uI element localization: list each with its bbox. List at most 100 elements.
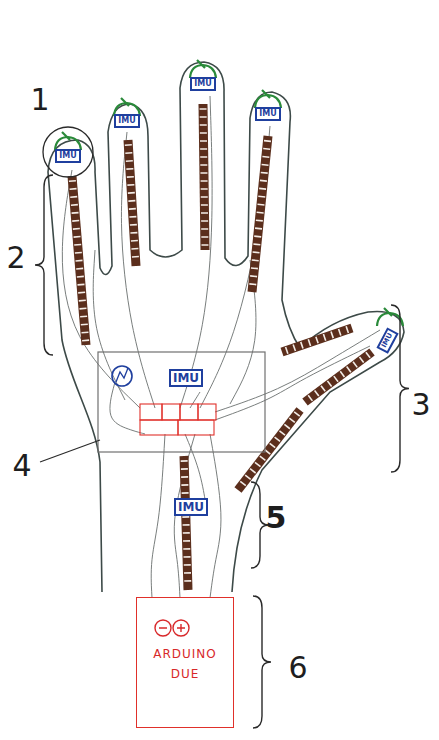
flex-sensor-body [68,176,91,346]
imu-sensor: IMU [255,107,280,121]
wire [200,126,270,408]
connector-board [180,404,198,420]
flex-sensor-tick [262,156,269,158]
flex-sensor-tick [77,276,84,278]
flex-sensor-tick [270,443,276,447]
flex-sensor-tick [181,484,188,486]
flex-sensor [248,136,273,293]
sensor-label: IMU [259,110,276,118]
sensor-label: IMU [173,372,199,384]
flex-sensor-tick [250,275,257,277]
flex-sensor-tick [260,456,266,460]
leader-line [40,440,100,462]
flex-sensor-tick [76,268,83,270]
flex-sensor-tick [200,164,207,166]
nail-mark [255,90,281,108]
flex-sensor-tick [258,196,265,198]
wire [210,434,221,598]
flex-sensor-tick [321,386,325,392]
sensor-label: IMU [118,117,135,125]
flex-sensor-tick [201,188,208,190]
connector-board [162,404,180,420]
flex-sensor-tick [201,180,208,182]
flex-sensor-tick [76,260,83,262]
flex-sensor-tick [75,252,82,254]
flex-sensor-tick [184,564,191,566]
flex-sensor-tick [200,108,207,110]
sensor-icon [112,366,132,386]
flex-sensor-tick [131,248,138,250]
controller-board: ARDUINO DUE [136,597,234,728]
callout-number: 3 [411,390,430,420]
control-panel [98,352,265,452]
board-label: ARDUINO DUE [143,644,227,685]
flex-sensor-tick [257,211,264,213]
flex-sensor-tick [253,251,260,253]
flex-sensor-tick [264,140,271,142]
flex-sensor-tick [353,362,357,368]
flex-sensor-tick [70,196,77,198]
flex-sensor-tick [286,347,288,354]
flex-sensor-tick [200,116,207,118]
flex-sensor-tick [72,212,79,214]
wire [151,434,165,598]
flex-sensor-tick [327,381,331,387]
arduino-logo [155,620,189,636]
flex-sensor-tick [245,475,251,479]
flex-sensor-tick [130,232,137,234]
flex-sensor-tick [334,376,338,382]
sensor-label: IMU [381,332,394,349]
sensor-label: IMU [59,152,76,160]
sensor-icon-mark [116,368,128,382]
flex-sensor-tick [181,476,188,478]
flex-sensor-tick [254,235,261,237]
flex-sensor-tick [125,144,132,146]
flex-sensor-tick [255,462,261,466]
flex-sensor [180,456,193,590]
flex-sensor-tick [128,192,135,194]
flex-sensor-body [281,324,354,357]
callout-number: 2 [6,243,25,273]
callout-circle [43,127,93,177]
flex-sensor [124,140,141,267]
flex-sensor-body [234,407,303,493]
nail-mark [190,60,216,78]
flex-sensor [234,407,303,493]
flex-sensor-tick [81,331,88,333]
flex-sensor-tick [182,492,189,494]
flex-sensor-tick [181,460,188,462]
flex-sensor-tick [294,412,300,416]
flex-sensor-tick [74,236,81,238]
flex-sensor-body [124,140,141,267]
flex-sensor-body [199,104,210,250]
flex-sensor-tick [201,244,208,246]
flex-sensor-tick [323,334,325,341]
flex-sensor-tick [129,216,136,218]
flex-sensor-tick [256,219,263,221]
flex-sensor-tick [249,283,256,285]
flex-sensor-tick [78,292,85,294]
connector-board [140,420,178,435]
flex-sensor-tick [200,140,207,142]
flex-sensor-tick [308,339,310,346]
bracket [35,175,53,355]
flex-sensor-tick [316,337,318,344]
flex-sensor-tick [82,339,89,341]
flex-sensor-tick [315,390,319,396]
flex-sensor-tick [251,267,258,269]
logo-signs [159,624,185,632]
flex-sensor-tick [183,540,190,542]
flex-sensor-tick [70,188,77,190]
flex-sensor-tick [72,220,79,222]
imu-sensor: IMU [55,149,80,163]
flex-sensor-tick [132,256,139,258]
flex-sensor-tick [73,228,80,230]
flex-sensor-tick [339,329,341,336]
flex-sensor-tick [347,367,351,373]
flex-sensor-tick [131,240,138,242]
sensor-label: IMU [194,80,211,88]
flex-sensor-tick [130,224,137,226]
imu-sensor: IMU [174,498,208,516]
